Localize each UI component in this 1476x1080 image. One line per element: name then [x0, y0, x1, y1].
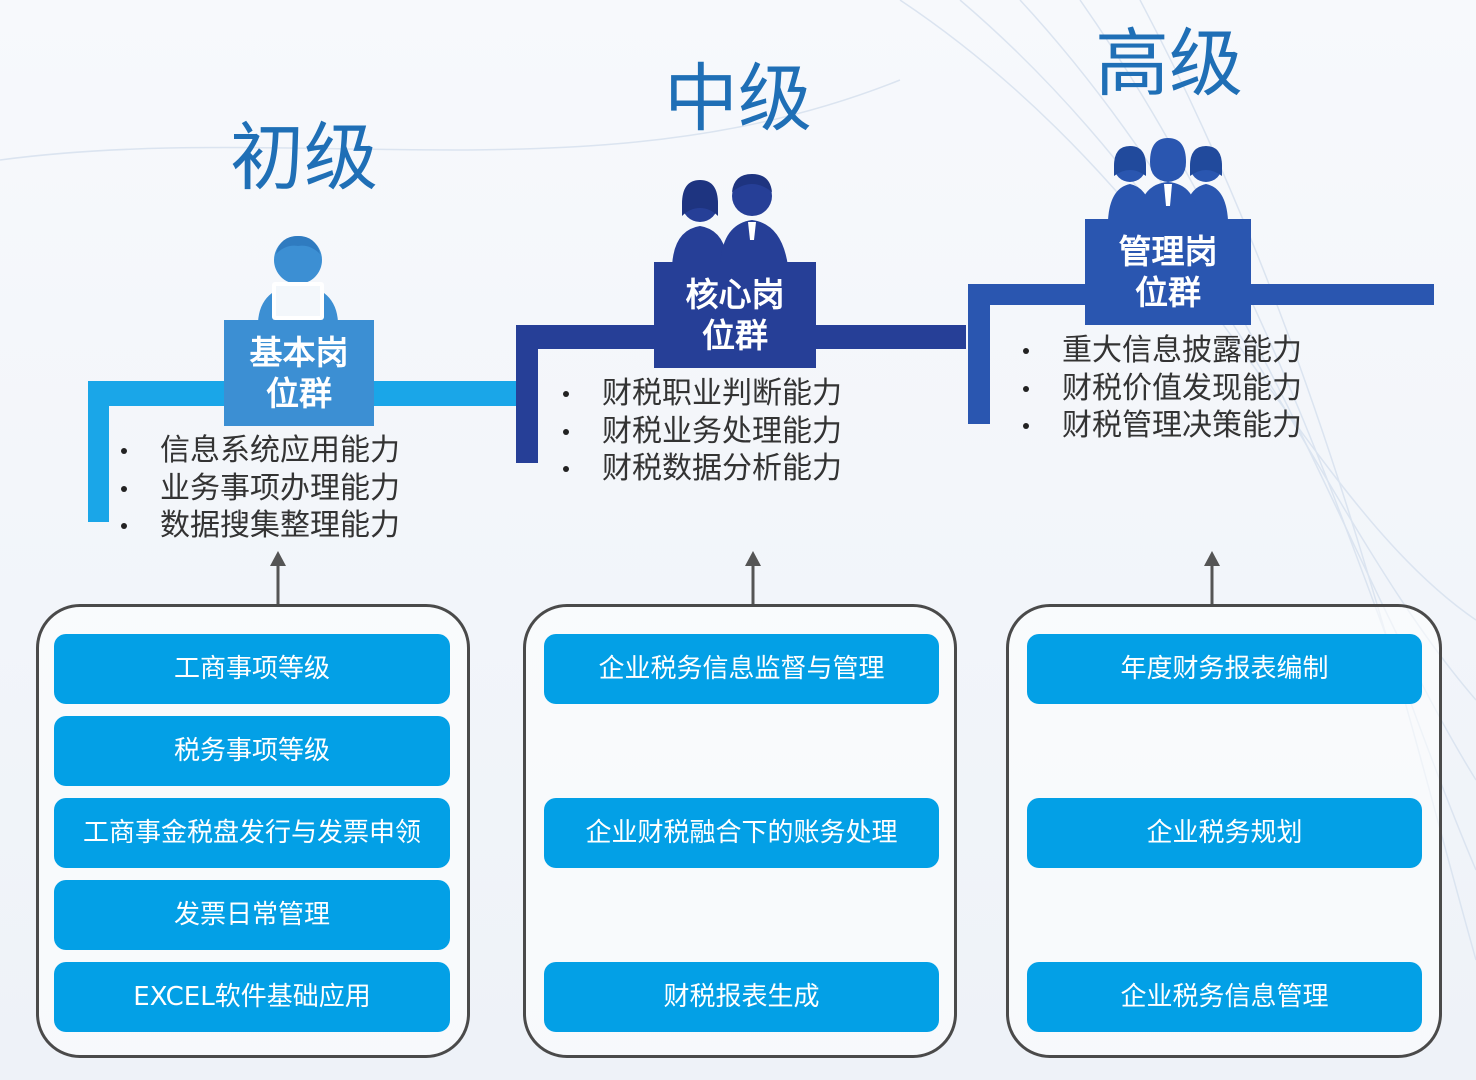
arrow-up-icon: [745, 551, 761, 607]
group-box-basic-line1: 基本岗: [249, 333, 349, 372]
group-box-core: 核心岗 位群: [654, 262, 816, 368]
level-bar-junior-drop: [88, 381, 109, 522]
course-pill[interactable]: 工商事金税盘发行与发票申领: [54, 798, 450, 868]
group-box-management-line1: 管理岗: [1118, 232, 1218, 271]
person-at-laptop-icon: [258, 236, 338, 322]
group-box-core-line1: 核心岗: [685, 275, 785, 314]
level-title-senior: 高级: [1095, 21, 1243, 107]
course-pill[interactable]: 企业税务规划: [1027, 798, 1422, 868]
list-item: 数据搜集整理能力: [118, 507, 400, 545]
list-item: 财税数据分析能力: [560, 450, 842, 488]
three-people-icon: [1108, 138, 1228, 220]
level-bar-senior-drop: [968, 284, 990, 424]
course-pill[interactable]: EXCEL软件基础应用: [54, 962, 450, 1032]
ability-list-intermediate: 财税职业判断能力 财税业务处理能力 财税数据分析能力: [560, 375, 842, 488]
course-pill[interactable]: 企业税务信息监督与管理: [544, 634, 939, 704]
group-box-management-line2: 位群: [1135, 273, 1201, 312]
list-item: 财税职业判断能力: [560, 375, 842, 413]
level-title-intermediate: 中级: [664, 56, 812, 142]
two-people-icon: [672, 174, 788, 266]
course-pill[interactable]: 企业税务信息管理: [1027, 962, 1422, 1032]
level-title-junior: 初级: [230, 115, 378, 201]
list-item: 财税价值发现能力: [1020, 370, 1302, 408]
course-pill[interactable]: 税务事项等级: [54, 716, 450, 786]
list-item: 财税管理决策能力: [1020, 407, 1302, 445]
course-pill[interactable]: 企业财税融合下的账务处理: [544, 798, 939, 868]
list-item: 信息系统应用能力: [118, 432, 400, 470]
course-pill[interactable]: 财税报表生成: [544, 962, 939, 1032]
group-box-core-line2: 位群: [702, 316, 768, 355]
group-box-basic: 基本岗 位群: [224, 320, 374, 426]
level-bar-intermediate-drop: [516, 325, 538, 463]
course-pill[interactable]: 发票日常管理: [54, 880, 450, 950]
ability-list-junior: 信息系统应用能力 业务事项办理能力 数据搜集整理能力: [118, 432, 400, 545]
group-box-basic-line2: 位群: [266, 374, 332, 413]
list-item: 业务事项办理能力: [118, 470, 400, 508]
ability-list-senior: 重大信息披露能力 财税价值发现能力 财税管理决策能力: [1020, 332, 1302, 445]
group-box-management: 管理岗 位群: [1085, 219, 1251, 325]
list-item: 财税业务处理能力: [560, 413, 842, 451]
course-pill[interactable]: 工商事项等级: [54, 634, 450, 704]
course-pill[interactable]: 年度财务报表编制: [1027, 634, 1422, 704]
arrow-up-icon: [270, 551, 286, 607]
list-item: 重大信息披露能力: [1020, 332, 1302, 370]
arrow-up-icon: [1204, 551, 1220, 607]
